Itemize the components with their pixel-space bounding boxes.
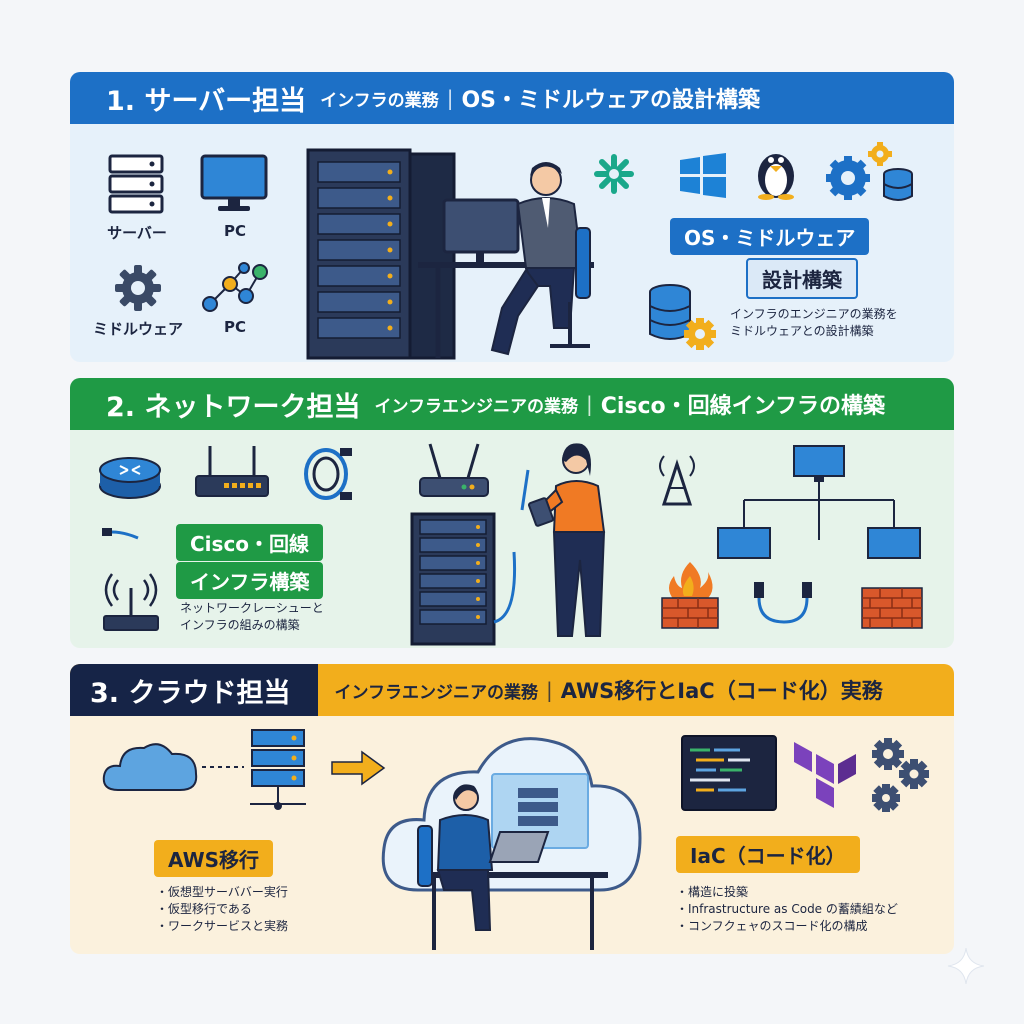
- aws-note-line: ・仮型移行である: [156, 902, 252, 916]
- network-note-line: インフラの組みの構築: [180, 618, 300, 632]
- linux-penguin-icon: [758, 154, 794, 200]
- iac-note-line: ・Infrastructure as Code の蓄績組など: [676, 902, 898, 916]
- design-build-pill: 設計構築: [746, 258, 858, 299]
- pc-icon-label-2: PC: [223, 318, 246, 336]
- router-icon: [99, 457, 161, 499]
- cloud-subtitle: インフラエンジニアの業務: [334, 682, 538, 703]
- brick-wall-icon: [861, 587, 923, 629]
- header-separator: |: [545, 678, 553, 702]
- network-main-topic: Cisco・回線インフラの構築: [600, 394, 885, 419]
- cell-tower-icon: [659, 455, 695, 506]
- database-gear-icon: [649, 284, 716, 350]
- antenna-icon: [103, 573, 159, 631]
- network-section: 2. ネットワーク担当 インフラエンジニアの業務 | Cisco・回線インフラの…: [70, 378, 954, 648]
- server-icon: [250, 729, 306, 810]
- wifi-router-icon: [419, 443, 489, 497]
- server-rack-icon: [306, 148, 456, 360]
- cloud-section: 3. クラウド担当 インフラエンジニアの業務 | AWS移行とIaC（コード化）…: [70, 664, 954, 954]
- aws-migration-pill: AWS移行: [154, 840, 274, 877]
- arrow-right-icon: [331, 750, 386, 786]
- iac-notes: ・構造に投築 ・Infrastructure as Code の蓄績組など ・コ…: [676, 884, 898, 935]
- network-title: 2. ネットワーク担当: [106, 391, 361, 423]
- cloud-main-topic: AWS移行とIaC（コード化）実務: [560, 679, 883, 703]
- server-stack-icon: [108, 154, 164, 214]
- switch-icon: [195, 446, 269, 497]
- header-separator: |: [446, 86, 454, 110]
- server-engineer-illustration: [418, 162, 594, 358]
- network-nodes-icon: [202, 262, 268, 312]
- server-notes: インフラのエンジニアの業務を ミドルウェアとの設計構築: [730, 306, 898, 340]
- sparkle-icon: [947, 947, 985, 985]
- cloud-title: 3. クラウド担当: [90, 677, 291, 709]
- cloud-worker-icon: [381, 737, 642, 950]
- server-header: 1. サーバー担当 インフラの業務 | OS・ミドルウェアの設計構築: [70, 72, 954, 124]
- network-notes: ネットワークレーシューと インフラの組みの構築: [180, 600, 324, 634]
- middleware-icon-label: ミドルウェア: [92, 320, 183, 338]
- network-engineer-illustration: [520, 443, 606, 637]
- code-editor-icon: [681, 735, 777, 811]
- monitor-icon: [200, 154, 268, 211]
- cloud-title-block: 3. クラウド担当: [70, 664, 319, 716]
- server-section: 1. サーバー担当 インフラの業務 | OS・ミドルウェアの設計構築 サーバー …: [70, 72, 954, 362]
- header-separator: |: [585, 392, 593, 416]
- gear-icon: [115, 265, 161, 311]
- aws-note-line: ・ワークサービスと実務: [156, 919, 289, 933]
- cisco-line-pill: Cisco・回線: [176, 524, 324, 561]
- server-subtitle: インフラの業務: [320, 90, 439, 111]
- aws-notes: ・仮想型サーババー実行 ・仮型移行である ・ワークサービスと実務: [156, 884, 288, 935]
- gears-database-icon: [826, 142, 913, 201]
- plug-icon: [102, 528, 139, 540]
- iac-pill: IaC（コード化）: [676, 836, 860, 873]
- aws-note-line: ・仮想型サーババー実行: [156, 885, 288, 899]
- dashed-link: [202, 766, 244, 768]
- cable-connector-icon: [754, 582, 812, 624]
- server-note-line: インフラのエンジニアの業務を: [730, 307, 898, 321]
- pc-icon-label: PC: [223, 222, 246, 240]
- terraform-icon: [794, 742, 856, 808]
- iac-note-line: ・コンフクェャのスコード化の構成: [676, 919, 868, 933]
- server-title: 1. サーバー担当: [106, 85, 307, 117]
- sprout-icon: [594, 154, 634, 194]
- server-main-topic: OS・ミドルウェアの設計構築: [461, 88, 760, 113]
- cable-icon: [304, 448, 352, 500]
- os-middleware-pill: OS・ミドルウェア: [670, 218, 870, 255]
- network-subtitle: インフラエンジニアの業務: [374, 396, 578, 417]
- server-rack-icon: [410, 512, 517, 646]
- cloud-header: 3. クラウド担当 インフラエンジニアの業務 | AWS移行とIaC（コード化）…: [70, 664, 954, 716]
- windows-icon: [680, 153, 726, 198]
- network-note-line: ネットワークレーシューと: [180, 601, 324, 615]
- server-icon-label: サーバー: [107, 224, 167, 242]
- cloud-icon: [102, 743, 198, 791]
- infra-build-pill: インフラ構築: [176, 562, 324, 599]
- network-topology-icon: [717, 445, 921, 559]
- network-header: 2. ネットワーク担当 インフラエンジニアの業務 | Cisco・回線インフラの…: [70, 378, 954, 430]
- iac-note-line: ・構造に投築: [676, 885, 749, 899]
- firewall-icon: [661, 562, 719, 629]
- server-note-line: ミドルウェアとの設計構築: [730, 324, 874, 338]
- gears-icon: [872, 738, 929, 812]
